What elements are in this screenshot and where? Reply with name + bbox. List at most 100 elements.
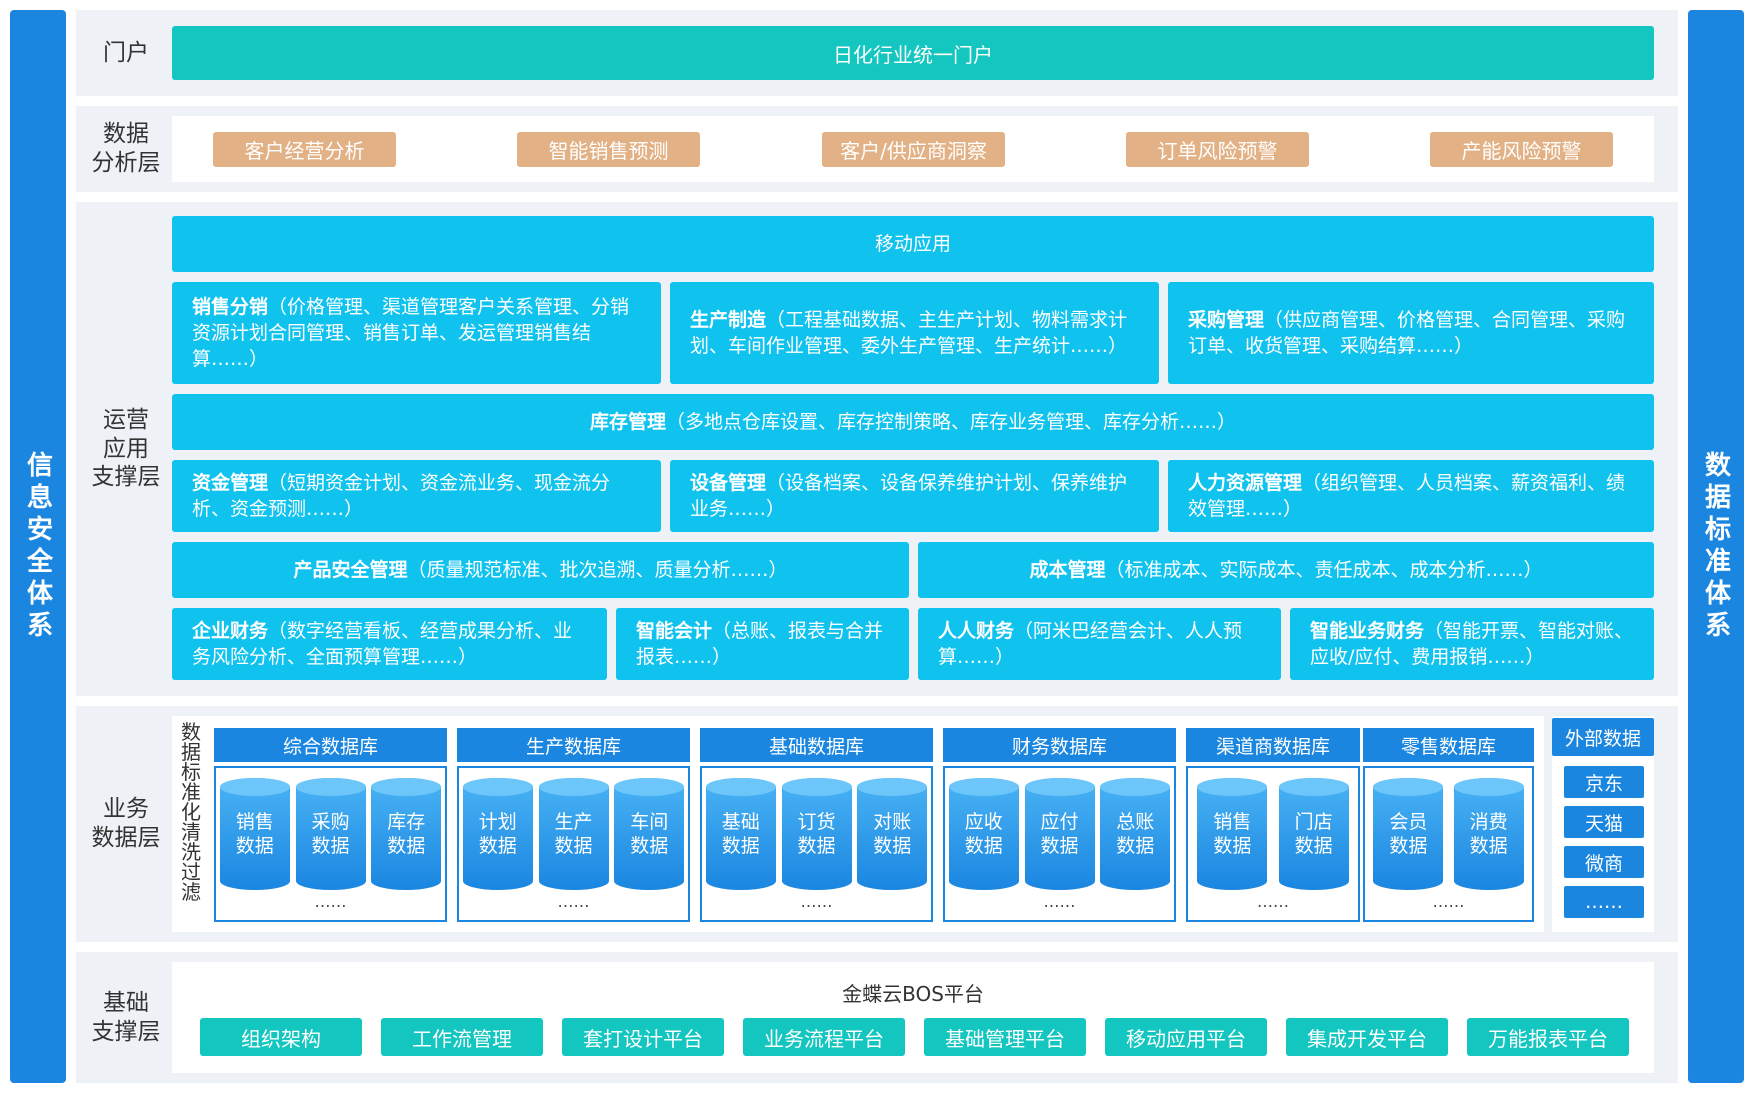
platform-item: 基础管理平台 — [924, 1018, 1086, 1056]
production-box: 生产制造（工程基础数据、主生产计划、物料需求计划、车间作业管理、委外生产管理、生… — [670, 282, 1159, 384]
everyone-finance-box: 人人财务（阿米巴经营会计、人人预算……） — [918, 608, 1281, 680]
database-cylinder: 应付 数据 — [1024, 778, 1095, 890]
analysis-layer-label: 数据 分析层 — [91, 121, 161, 176]
database-cylinder-label: 对账 数据 — [873, 811, 912, 857]
database-cylinder: 生产 数据 — [538, 778, 609, 890]
database-ellipsis: …… — [1257, 892, 1289, 911]
everyone-finance-desc: （阿米巴经营会计、人人预算……） — [938, 620, 1243, 668]
database-cylinder: 库存 数据 — [371, 778, 442, 890]
database-cylinder: 计划 数据 — [462, 778, 533, 890]
mobile-app-bar: 移动应用 — [172, 216, 1654, 272]
database-cylinder-label: 应付 数据 — [1040, 811, 1079, 857]
database-cylinder-label: 会员 数据 — [1389, 811, 1428, 857]
smart-accounting-title: 智能会计 — [636, 620, 713, 642]
database-title: 基础数据库 — [700, 728, 933, 762]
enterprise-finance-desc: （数字经营看板、经营成果分析、业务风险分析、全面预算管理……） — [192, 620, 573, 668]
information-security-system-bar: 信息安全体系 — [10, 10, 66, 1083]
smart-business-finance-desc: （智能开票、智能对账、应收/应付、费用报销……） — [1310, 620, 1634, 668]
funds-box: 资金管理（短期资金计划、资金流业务、现金流分析、资金预测……） — [172, 460, 661, 532]
external-data-item: 微商 — [1564, 846, 1644, 878]
business-data-layer-label: 业务 数据层 — [91, 796, 161, 851]
bos-platform-title: 金蝶云BOS平台 — [842, 982, 984, 1006]
database-cylinder: 总账 数据 — [1100, 778, 1171, 890]
database-cylinder-label: 计划 数据 — [478, 811, 517, 857]
inventory-title: 库存管理 — [589, 411, 666, 433]
analysis-item: 客户经营分析 — [213, 132, 396, 167]
external-data-item: …… — [1564, 886, 1644, 918]
mobile-app-text: 移动应用 — [874, 233, 951, 255]
portal-layer-label: 门户 — [103, 39, 149, 66]
enterprise-finance-box: 企业财务（数字经营看板、经营成果分析、业务风险分析、全面预算管理……） — [172, 608, 607, 680]
hr-box: 人力资源管理（组织管理、人员档案、薪资福利、绩效管理……） — [1168, 460, 1654, 532]
database-cylinder: 销售 数据 — [219, 778, 290, 890]
funds-title: 资金管理 — [192, 472, 269, 494]
cost-title: 成本管理 — [1029, 559, 1106, 581]
database-cylinder-label: 销售 数据 — [235, 811, 274, 857]
data-standard-system-bar: 数据标准体系 — [1688, 10, 1744, 1083]
hr-desc: （组织管理、人员档案、薪资福利、绩效管理……） — [1188, 472, 1626, 520]
database-ellipsis: …… — [314, 892, 347, 911]
database-ellipsis: …… — [1043, 892, 1076, 911]
database-cylinder-label: 基础 数据 — [721, 811, 760, 857]
smart-accounting-desc: （总账、报表与合并报表……） — [636, 620, 884, 668]
enterprise-finance-title: 企业财务 — [192, 620, 269, 642]
operations-layer-label: 运营 应用 支撑层 — [91, 406, 161, 491]
equipment-title: 设备管理 — [690, 472, 767, 494]
sales-title: 销售分销 — [192, 296, 269, 318]
database-cylinder-label: 应收 数据 — [964, 811, 1003, 857]
database-cylinder: 车间 数据 — [614, 778, 685, 890]
unified-portal-text: 日化行业统一门户 — [833, 42, 993, 67]
database-ellipsis: …… — [557, 892, 590, 911]
funds-desc: （短期资金计划、资金流业务、现金流分析、资金预测……） — [192, 472, 611, 520]
sales-desc: （价格管理、渠道管理客户关系管理、分销资源计划合同管理、销售订单、发运管理销售结… — [192, 296, 630, 370]
left-bar-label: 信息安全体系 — [22, 450, 53, 643]
purchase-title: 采购管理 — [1188, 309, 1265, 331]
database-cylinder-label: 门店 数据 — [1294, 811, 1333, 857]
database-cylinder: 销售 数据 — [1197, 778, 1268, 890]
right-bar-label: 数据标准体系 — [1700, 450, 1731, 643]
analysis-item: 产能风险预警 — [1430, 132, 1613, 167]
cost-box: 成本管理（标准成本、实际成本、责任成本、成本分析……） — [918, 542, 1654, 598]
analysis-item: 智能销售预测 — [517, 132, 700, 167]
database-cylinder: 门店 数据 — [1278, 778, 1349, 890]
analysis-item: 客户/供应商洞察 — [822, 132, 1005, 167]
external-data-item: 京东 — [1564, 766, 1644, 798]
database-title: 综合数据库 — [214, 728, 447, 762]
database-title: 零售数据库 — [1363, 728, 1534, 762]
platform-item: 工作流管理 — [381, 1018, 543, 1056]
everyone-finance-title: 人人财务 — [938, 620, 1015, 642]
database-ellipsis: …… — [800, 892, 833, 911]
platform-item: 组织架构 — [200, 1018, 362, 1056]
database-cylinder: 订货 数据 — [781, 778, 852, 890]
database-title: 渠道商数据库 — [1186, 728, 1360, 762]
hr-title: 人力资源管理 — [1188, 472, 1303, 494]
purchase-desc: （供应商管理、价格管理、合同管理、采购订单、收货管理、采购结算……） — [1188, 309, 1626, 357]
external-data-item: 天猫 — [1564, 806, 1644, 838]
production-title: 生产制造 — [690, 309, 767, 331]
cost-desc: （标准成本、实际成本、责任成本、成本分析……） — [1105, 559, 1543, 581]
product-safety-title: 产品安全管理 — [293, 559, 408, 581]
product-safety-desc: （质量规范标准、批次追溯、质量分析……） — [407, 559, 788, 581]
platform-item: 万能报表平台 — [1467, 1018, 1629, 1056]
external-data-title: 外部数据 — [1552, 718, 1654, 756]
equipment-desc: （设备档案、设备保养维护计划、保养维护业务……） — [690, 472, 1128, 520]
sales-distribution-box: 销售分销（价格管理、渠道管理客户关系管理、分销资源计划合同管理、销售订单、发运管… — [172, 282, 661, 384]
database-cylinder: 对账 数据 — [857, 778, 928, 890]
platform-item: 套打设计平台 — [562, 1018, 724, 1056]
database-cylinder: 基础 数据 — [705, 778, 776, 890]
platform-item: 业务流程平台 — [743, 1018, 905, 1056]
database-cylinder-label: 生产 数据 — [554, 811, 593, 857]
database-cylinder-label: 总账 数据 — [1116, 811, 1155, 857]
inventory-desc: （多地点仓库设置、库存控制策略、库存业务管理、库存分析……） — [666, 411, 1237, 433]
database-cylinder: 消费 数据 — [1453, 778, 1524, 890]
product-safety-box: 产品安全管理（质量规范标准、批次追溯、质量分析……） — [172, 542, 909, 598]
equipment-box: 设备管理（设备档案、设备保养维护计划、保养维护业务……） — [670, 460, 1159, 532]
smart-accounting-box: 智能会计（总账、报表与合并报表……） — [616, 608, 909, 680]
database-cylinder-label: 采购 数据 — [311, 811, 350, 857]
purchase-box: 采购管理（供应商管理、价格管理、合同管理、采购订单、收货管理、采购结算……） — [1168, 282, 1654, 384]
smart-business-finance-title: 智能业务财务 — [1310, 620, 1425, 642]
database-cylinder-label: 车间 数据 — [630, 811, 669, 857]
platform-item: 移动应用平台 — [1105, 1018, 1267, 1056]
data-cleaning-label: 数据标准化清洗过滤 — [181, 720, 201, 904]
production-desc: （工程基础数据、主生产计划、物料需求计划、车间作业管理、委外生产管理、生产统计…… — [690, 309, 1128, 357]
